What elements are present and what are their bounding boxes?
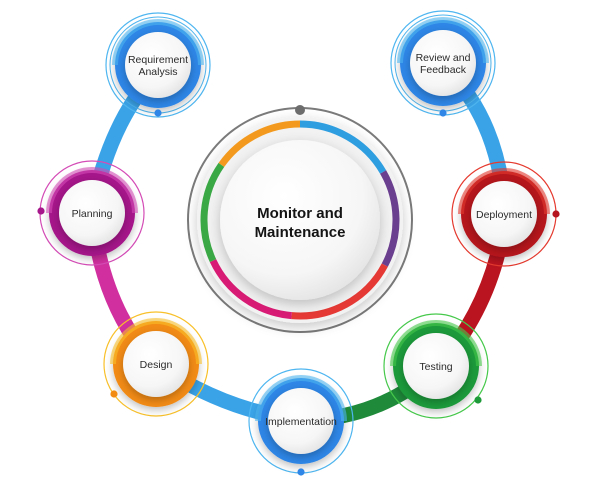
- stage-color-ring-highlight: [397, 17, 489, 64]
- center-title-line1: Monitor and: [257, 205, 343, 222]
- stage-label: Review and: [416, 52, 471, 64]
- stage-disc: [125, 32, 191, 98]
- center-ring: Monitor and Maintenance: [187, 105, 413, 333]
- center-ring-segment: [380, 170, 400, 267]
- stage-label: Planning: [72, 208, 113, 220]
- stage-nodes: RequirementAnalysisPlanningDesignImpleme…: [37, 10, 560, 476]
- stage-dot-marker: [37, 207, 45, 215]
- stage-deployment: Deployment: [451, 161, 560, 267]
- stage-dot-marker: [439, 109, 447, 117]
- stage-label: Implementation: [265, 416, 337, 428]
- stage-dot-marker: [297, 468, 305, 476]
- stage-dot-marker: [552, 210, 560, 218]
- stage-dot-marker: [110, 390, 118, 398]
- center-disc: [220, 140, 380, 300]
- stage-color-ring-highlight: [110, 318, 202, 365]
- stage-color-ring-highlight: [112, 19, 204, 66]
- stage-label: Design: [140, 359, 173, 371]
- stage-color-ring-highlight: [390, 320, 482, 367]
- center-ring-segment: [209, 259, 292, 320]
- center-ring-segment: [200, 162, 225, 263]
- stage-dot-marker: [474, 396, 482, 404]
- center-ring-segments: [200, 120, 400, 320]
- stage-disc: [59, 180, 125, 246]
- center-ring-segment: [291, 263, 388, 320]
- stage-design: Design: [103, 311, 209, 417]
- stage-disc: [268, 388, 334, 454]
- stage-label: Feedback: [420, 64, 467, 76]
- stage-disc: [123, 331, 189, 397]
- stage-label: Deployment: [476, 209, 532, 221]
- stage-disc: [410, 30, 476, 96]
- stage-halo-ring: [105, 12, 211, 118]
- stage-planning: Planning: [37, 160, 145, 266]
- center-top-marker: [295, 105, 305, 115]
- center-ring-segment: [299, 120, 387, 174]
- stage-color-ring-highlight: [46, 167, 138, 214]
- stage-dot-marker: [154, 109, 162, 117]
- stage-label: Requirement: [128, 54, 188, 66]
- stage-label: Testing: [419, 361, 452, 373]
- stage-testing: Testing: [383, 313, 489, 419]
- stage-color-ring-highlight: [458, 168, 550, 215]
- center-ring-segment: [218, 120, 301, 167]
- stage-implementation: Implementation: [248, 368, 354, 476]
- stage-label: Analysis: [138, 66, 177, 78]
- stage-disc: [471, 181, 537, 247]
- stage-color-ring-highlight: [255, 375, 347, 422]
- stage-halo-ring: [103, 311, 209, 417]
- stage-disc: [403, 333, 469, 399]
- center-title-line2: Maintenance: [255, 224, 346, 241]
- stage-halo-ring: [383, 313, 489, 419]
